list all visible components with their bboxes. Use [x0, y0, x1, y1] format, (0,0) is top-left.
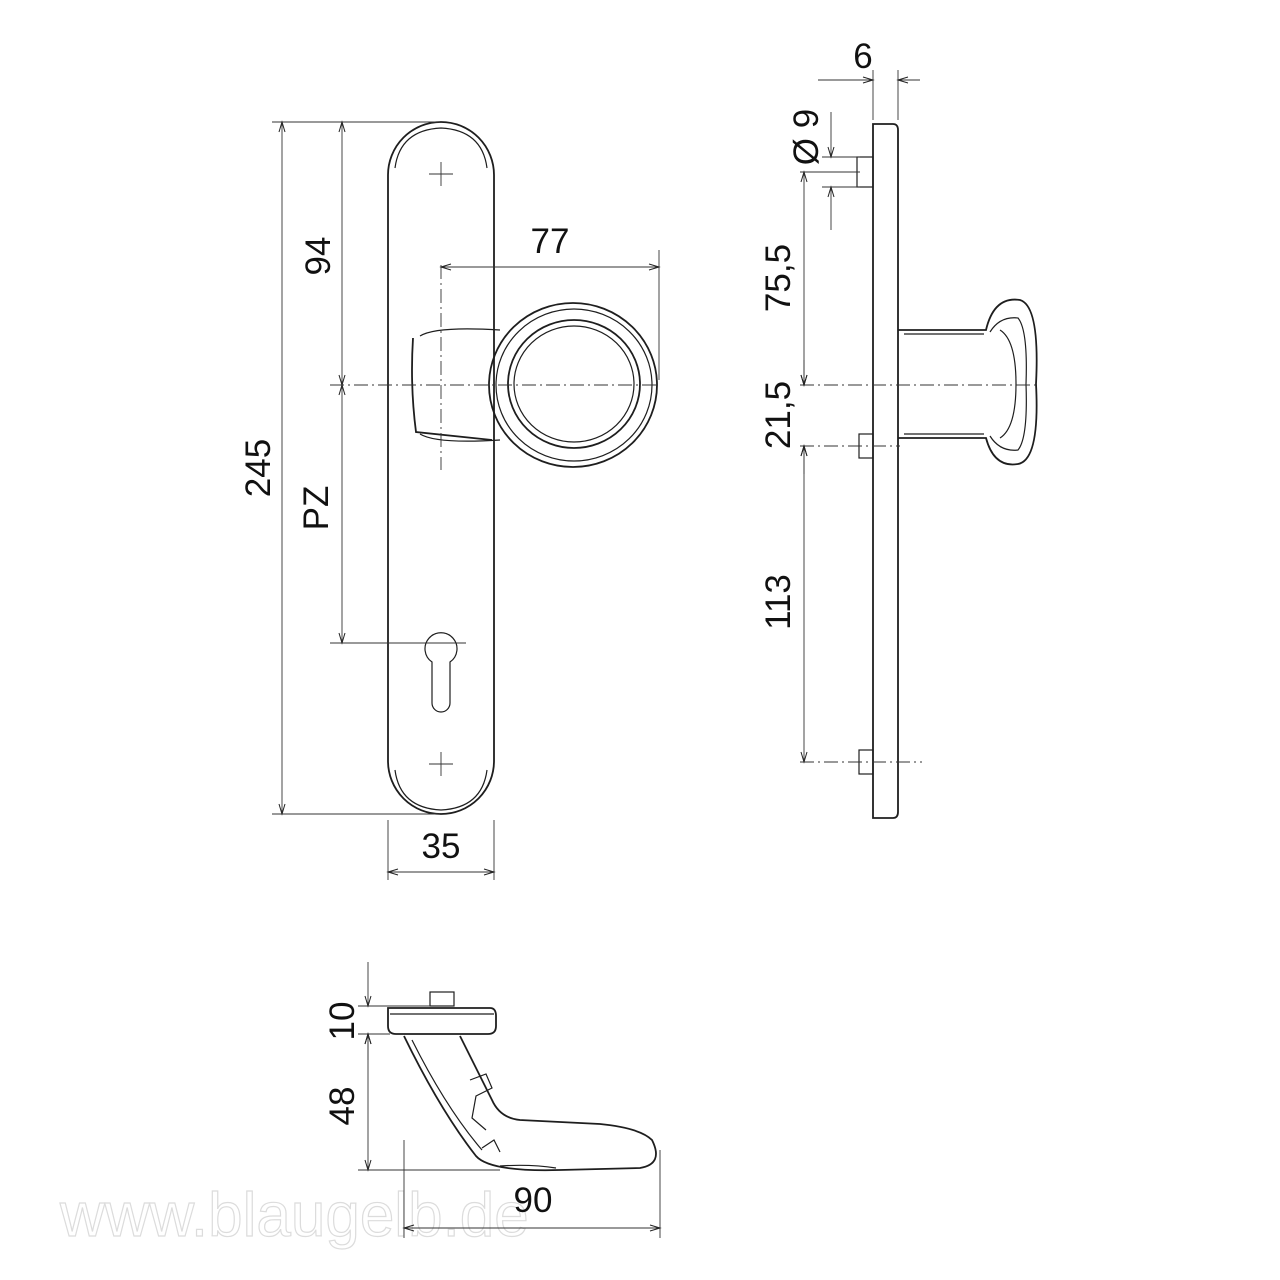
side-view: 6 Ø 9 75,5 21,5 113: [759, 37, 1040, 819]
rosette: [387, 991, 497, 1035]
label-pin-diameter: Ø 9: [787, 109, 826, 165]
lever-handle: [403, 1035, 657, 1172]
label-113: 113: [759, 574, 798, 630]
plate-profile: [872, 123, 899, 819]
label-10: 10: [323, 1002, 362, 1041]
screw-hole-top: [429, 162, 453, 186]
handle-profile: [898, 298, 1038, 466]
label-94: 94: [299, 237, 338, 276]
label-75-5: 75,5: [759, 244, 798, 312]
label-77: 77: [531, 222, 570, 261]
label-48: 48: [323, 1087, 362, 1126]
label-21-5: 21,5: [759, 381, 798, 449]
label-6: 6: [853, 37, 872, 76]
label-245: 245: [239, 439, 278, 497]
top-view: 10 48 90: [323, 962, 662, 1238]
label-35: 35: [422, 827, 461, 866]
label-pz: PZ: [297, 486, 336, 531]
label-90: 90: [514, 1181, 553, 1220]
escutcheon-plate: [387, 121, 495, 815]
ring-handle: [411, 302, 658, 468]
cylinder-keyhole: [424, 632, 458, 713]
front-view: 245 94 PZ 77 35: [239, 120, 661, 880]
screw-hole-bottom: [429, 752, 453, 776]
watermark-text: www.blaugelb.de: [59, 1181, 529, 1250]
